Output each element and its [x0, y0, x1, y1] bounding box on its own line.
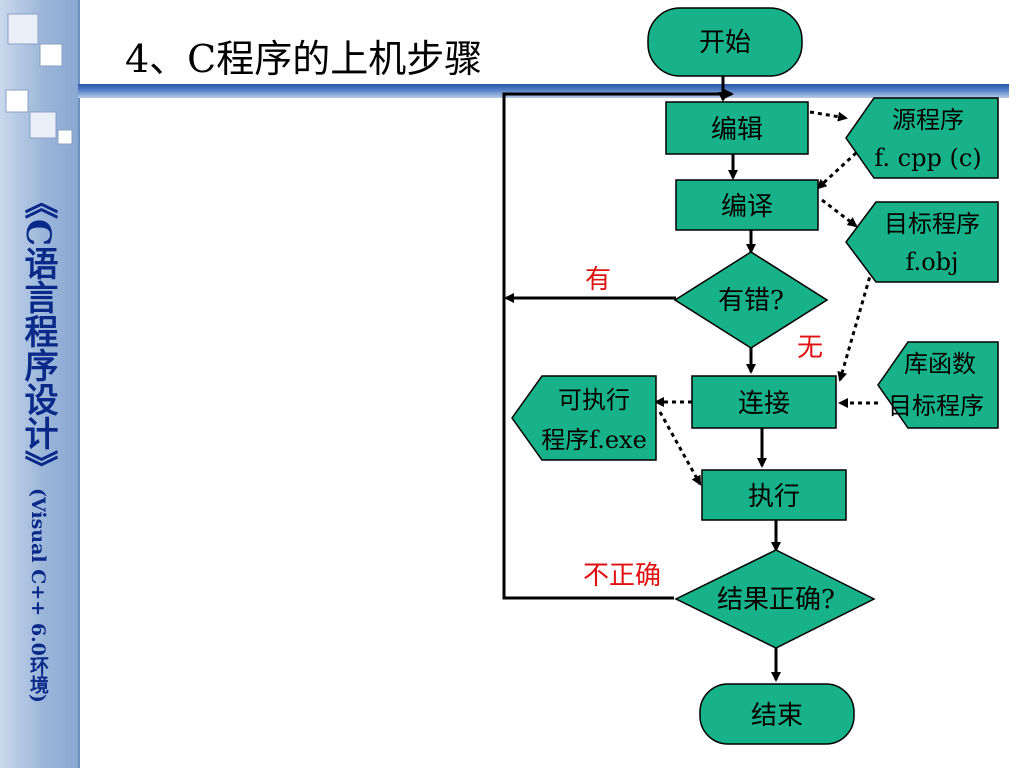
- file-object-line2: f.obj: [906, 248, 959, 276]
- node-link: 连接: [691, 375, 837, 429]
- file-executable-line1: 可执行: [558, 386, 630, 414]
- node-start: 开始: [647, 7, 803, 77]
- sidebar-subtitle: (Visual C++ 6.0环境): [27, 488, 49, 703]
- node-result-correct-label: 结果正确?: [717, 585, 835, 615]
- file-library-line2: 目标程序: [888, 392, 984, 420]
- node-end-label: 结束: [751, 701, 803, 731]
- sidebar-graphic: 《C语言程序设计》 (Visual C++ 6.0环境): [5, 13, 73, 703]
- dotted-executable-execute: [658, 411, 702, 486]
- node-execute-label: 执行: [748, 482, 800, 512]
- label-no: 无: [797, 333, 823, 363]
- dotted-object-link: [837, 261, 876, 382]
- page-title: 4、C程序的上机步骤: [125, 37, 483, 81]
- sidebar: 《C语言程序设计》 (Visual C++ 6.0环境): [0, 0, 80, 768]
- file-executable-line2: 程序f.exe: [541, 426, 647, 454]
- file-object-line1: 目标程序: [884, 210, 980, 238]
- flow-arrows: [502, 76, 781, 682]
- logo-squares-icon: [5, 13, 73, 145]
- label-yes: 有: [585, 265, 611, 295]
- title-underline-bar: [78, 84, 1009, 98]
- node-link-label: 连接: [738, 389, 790, 419]
- node-has-error-label: 有错?: [718, 286, 784, 316]
- node-edit: 编辑: [665, 101, 809, 155]
- node-start-label: 开始: [699, 28, 751, 58]
- file-object: 目标程序 f.obj: [845, 201, 999, 283]
- dotted-edit-source: [809, 110, 848, 122]
- node-execute: 执行: [701, 469, 847, 521]
- file-source: 源程序 f. cpp (c): [845, 97, 999, 179]
- file-source-line1: 源程序: [892, 106, 964, 134]
- file-executable: 可执行 程序f.exe: [511, 375, 657, 461]
- node-compile: 编译: [675, 179, 819, 231]
- file-source-line2: f. cpp (c): [874, 144, 981, 172]
- dotted-compile-object: [821, 198, 858, 228]
- file-library: 库函数 目标程序: [877, 341, 999, 429]
- label-incorrect: 不正确: [583, 561, 661, 591]
- node-has-error: 有错?: [673, 251, 829, 349]
- file-library-line1: 库函数: [904, 350, 976, 378]
- sidebar-title: 《C语言程序设计》: [18, 185, 58, 484]
- arrow-loop-back: [502, 89, 734, 600]
- node-end: 结束: [699, 683, 855, 745]
- node-compile-label: 编译: [721, 192, 773, 222]
- node-edit-label: 编辑: [711, 115, 763, 145]
- node-result-correct: 结果正确?: [674, 549, 876, 649]
